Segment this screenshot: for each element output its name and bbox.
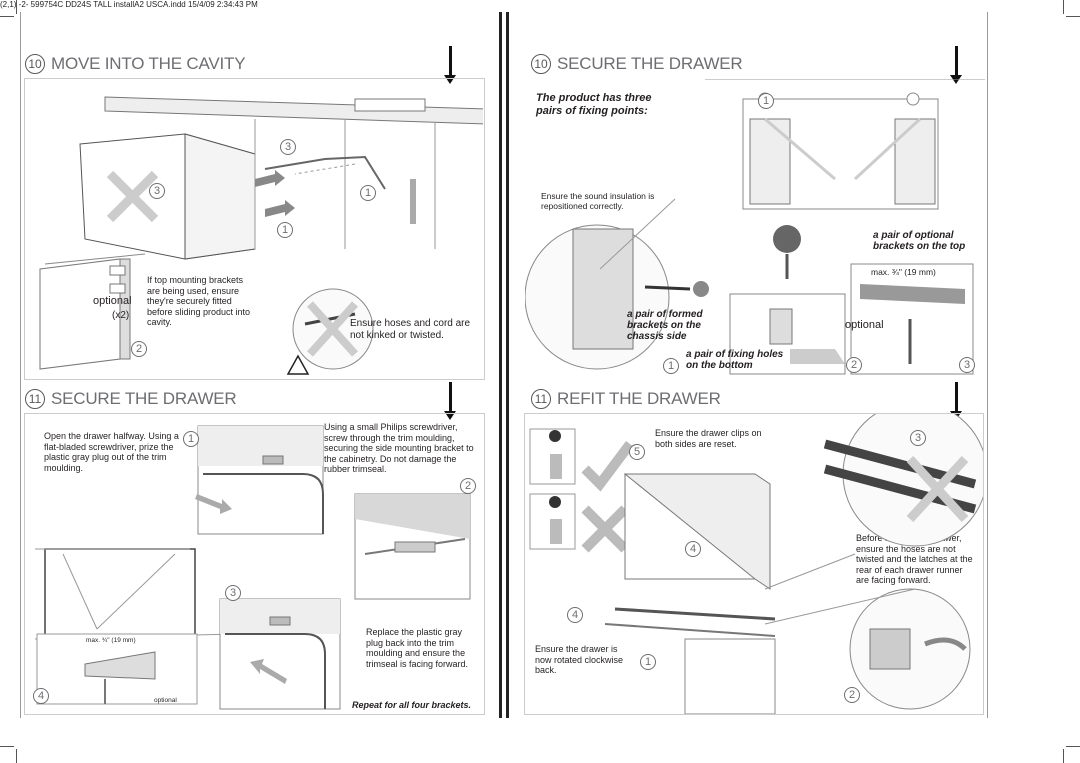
replace-plug-note: Replace the plastic gray plug back into …	[366, 627, 469, 669]
section-number: 11	[25, 389, 45, 409]
refit-drawer-illustration	[529, 414, 983, 714]
section-title: REFIT THE DRAWER	[557, 389, 721, 408]
step-number: 4	[685, 541, 701, 557]
hoses-note: Ensure hoses and cord are not kinked or …	[350, 318, 471, 341]
step-number: 2	[844, 687, 860, 703]
crop-mark	[1066, 746, 1080, 747]
page-edge	[987, 12, 988, 718]
step-number: 5	[629, 444, 645, 460]
illustration-frame	[524, 413, 984, 715]
three-pairs-note: The product has three pairs of fixing po…	[536, 92, 652, 117]
step-number: 4	[33, 688, 49, 704]
step-number: 4	[567, 607, 583, 623]
optional-top-brackets-label: a pair of optional brackets on the top	[873, 230, 966, 252]
open-drawer-note: Open the drawer halfway. Using a flat-bl…	[44, 431, 179, 473]
page-edge	[20, 12, 21, 718]
step-number: 1	[758, 93, 774, 109]
step-number: 2	[846, 357, 862, 373]
step-number: 3	[959, 357, 975, 373]
section-title: SECURE THE DRAWER	[557, 54, 743, 73]
crop-mark	[1066, 16, 1080, 17]
crop-mark	[16, 0, 17, 14]
crop-mark	[0, 746, 14, 747]
section-title: SECURE THE DRAWER	[51, 389, 237, 408]
section-number: 10	[531, 54, 551, 74]
page-divider	[506, 12, 509, 718]
step-number: 1	[640, 654, 656, 670]
down-arrow-icon	[444, 382, 456, 420]
page-divider	[499, 12, 502, 718]
section-number: 10	[25, 54, 45, 74]
print-slug: (2,1) -2- 599754C DD24S TALL installA2 U…	[0, 0, 258, 9]
step-number: 3	[280, 139, 296, 155]
section-header: 10 SECURE THE DRAWER	[531, 54, 743, 74]
step-number: 3	[225, 585, 241, 601]
down-arrow-icon	[950, 46, 962, 84]
step-number: 1	[360, 185, 376, 201]
step-number: 2	[131, 341, 147, 357]
down-arrow-icon	[950, 382, 962, 420]
screw-note: Using a small Philips screwdriver, screw…	[324, 422, 474, 474]
drawer-clips-note: Ensure the drawer clips on both sides ar…	[655, 428, 762, 449]
step-number: 1	[183, 431, 199, 447]
optional-label: optional	[154, 697, 177, 704]
top-mount-note: If top mounting brackets are being used,…	[147, 275, 251, 327]
step-number: 1	[663, 358, 679, 374]
crop-mark	[1063, 0, 1064, 14]
step-number: 1	[277, 222, 293, 238]
section-header: 11 SECURE THE DRAWER	[25, 389, 237, 409]
formed-brackets-label: a pair of formed brackets on the chassis…	[627, 309, 703, 342]
crop-mark	[16, 749, 17, 763]
insulation-note: Ensure the sound insulation is repositio…	[541, 191, 655, 211]
max-gap-label: max. ¾" (19 mm)	[871, 267, 936, 277]
section-title: MOVE INTO THE CAVITY	[51, 54, 246, 73]
secure-drawer-illustration	[34, 425, 471, 710]
cavity-illustration	[39, 96, 483, 375]
step-number: 3	[910, 430, 926, 446]
crop-mark	[0, 16, 14, 17]
drawer-rotated-note: Ensure the drawer is now rotated clockwi…	[535, 644, 624, 675]
optional-label: optional	[93, 295, 132, 307]
step-number: 3	[149, 183, 165, 199]
fixing-points-illustration	[525, 79, 985, 375]
down-arrow-icon	[444, 46, 456, 84]
section-header: 11 REFIT THE DRAWER	[531, 389, 721, 409]
illustration-frame	[24, 413, 485, 715]
optional-label: optional	[845, 319, 884, 331]
illustration-frame	[24, 78, 485, 380]
repeat-note: Repeat for all four brackets.	[352, 700, 472, 710]
fixing-holes-label: a pair of fixing holes on the bottom	[686, 349, 784, 371]
section-header: 10 MOVE INTO THE CAVITY	[25, 54, 246, 74]
max-gap-label: max. ¾" (19 mm)	[86, 637, 136, 644]
quantity-label: (x2)	[112, 310, 130, 321]
section-number: 11	[531, 389, 551, 409]
step-number: 2	[460, 478, 476, 494]
crop-mark	[1063, 749, 1064, 763]
